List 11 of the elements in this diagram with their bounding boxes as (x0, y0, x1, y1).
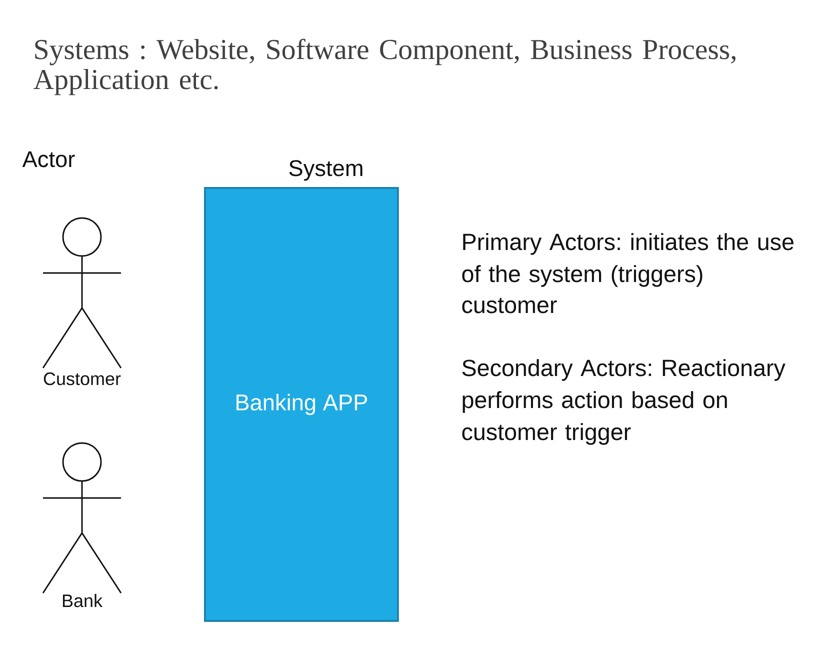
stick-figure (42, 442, 122, 594)
description-text: Primary Actors: initiates the use of the system (triggers) (462, 233, 794, 287)
description-text: customer (462, 298, 557, 314)
actor-name: Bank (62, 594, 103, 608)
title: Systems : Website, Software Component, Business Process, Application etc. (34, 38, 736, 96)
system-box: Banking APP (204, 186, 399, 622)
box-heading: System (289, 160, 362, 181)
stick-figure (42, 217, 122, 369)
actor-name: Customer (44, 372, 121, 386)
description-text: Secondary Actors: Reactionary performs action based on customer trigger (462, 359, 786, 445)
column-heading: Actor (22, 151, 75, 168)
